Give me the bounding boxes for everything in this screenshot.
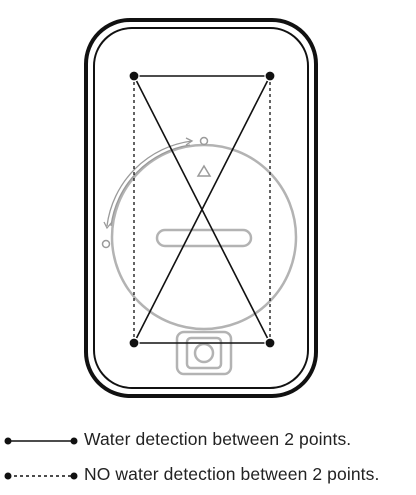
sensor-point-bottom-right <box>264 337 276 349</box>
unlock-dot-icon <box>199 136 209 146</box>
battery-slot <box>155 228 253 248</box>
legend-label-water: Water detection between 2 points. <box>84 429 352 449</box>
lock-dot-icon <box>101 239 111 249</box>
sensor-point-top-left <box>128 70 140 82</box>
sensor-point-top-right <box>264 70 276 82</box>
solid-line-symbol <box>4 437 78 445</box>
dotted-line-symbol <box>4 472 78 480</box>
device-inner-frame <box>93 27 309 389</box>
camera-lens-icon <box>175 330 233 376</box>
rotate-arrow-icon <box>103 137 194 230</box>
sensor-point-bottom-left <box>128 337 140 349</box>
triangle-marker-icon <box>196 164 212 177</box>
legend-item-water: Water detection between 2 points. <box>0 427 416 455</box>
legend-item-no-water: NO water detection between 2 points. <box>0 462 416 490</box>
sensor-links-solid <box>133 75 271 344</box>
legend-label-no-water: NO water detection between 2 points. <box>84 464 380 484</box>
device-diagram <box>84 18 318 398</box>
